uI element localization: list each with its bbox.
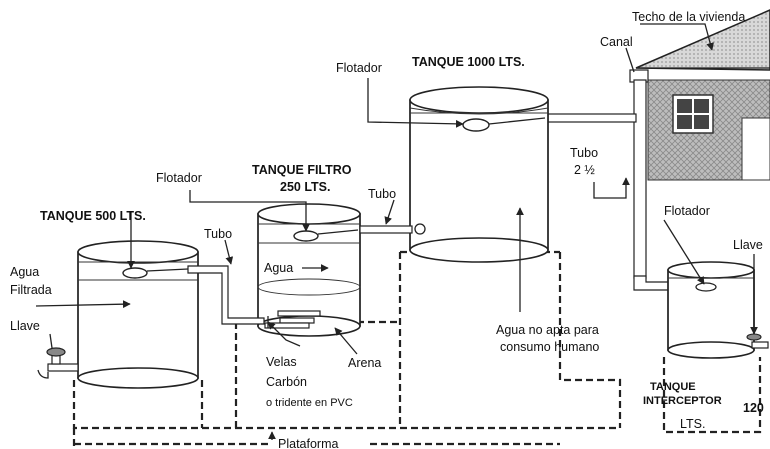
- label-agua-filtrada-2: Filtrada: [10, 283, 52, 297]
- float-filter: [293, 230, 319, 242]
- label-interceptor-unit: LTS.: [680, 417, 705, 431]
- label-techo: Techo de la vivienda: [632, 10, 745, 24]
- house-roof: [635, 9, 770, 71]
- tank-filter-250: [257, 203, 361, 337]
- text-labels: Techo de la vivienda Canal Flotador TANQ…: [10, 10, 764, 449]
- label-tubo-25-size: 2 ½: [574, 163, 595, 177]
- float-1000: [462, 118, 490, 132]
- label-tanque-filtro: TANQUE FILTRO: [252, 163, 352, 177]
- label-agua-filtrada: Agua: [10, 265, 39, 279]
- label-agua-no-apta: Agua no apta para: [496, 323, 599, 337]
- label-tanque-500: TANQUE 500 LTS.: [40, 209, 146, 223]
- label-arena: Arena: [348, 356, 381, 370]
- tank-interceptor: [667, 261, 769, 359]
- label-carbon: Carbón: [266, 375, 307, 389]
- label-interceptor-capacity: 120: [743, 401, 764, 415]
- float-interceptor: [695, 282, 717, 292]
- label-flotador-filtro: Flotador: [156, 171, 202, 185]
- label-tanque-filtro-cap: 250 LTS.: [280, 180, 330, 194]
- label-flotador-interceptor: Flotador: [664, 204, 710, 218]
- label-tubo-filtro: Tubo: [368, 187, 396, 201]
- filter-candles: [264, 310, 321, 329]
- float-500: [122, 267, 148, 279]
- leader-lines: [35, 23, 758, 440]
- label-interceptor-name: INTERCEPTOR: [643, 395, 722, 407]
- pipe-filter-to-500: [187, 239, 265, 325]
- label-agua: Agua: [264, 261, 293, 275]
- label-tridente: o tridente en PVC: [266, 397, 353, 409]
- label-tubo-25: Tubo: [570, 146, 598, 160]
- label-llave-right: Llave: [733, 238, 763, 252]
- tap-left: [37, 347, 79, 379]
- tank-1000: [409, 86, 549, 312]
- pipe-1000-to-filter: [359, 199, 426, 235]
- label-agua-no-apta-2: consumo humano: [500, 340, 599, 354]
- label-tubo-500: Tubo: [204, 227, 232, 241]
- door: [741, 117, 770, 181]
- house: [635, 9, 770, 181]
- label-flotador-1000: Flotador: [336, 61, 382, 75]
- label-llave-left: Llave: [10, 319, 40, 333]
- label-canal: Canal: [600, 35, 633, 49]
- label-velas: Velas: [266, 355, 297, 369]
- label-plataforma: Plataforma: [278, 437, 338, 449]
- label-interceptor-title: TANQUE: [650, 381, 696, 393]
- tank-500: [37, 240, 199, 389]
- label-tanque-1000: TANQUE 1000 LTS.: [412, 55, 525, 69]
- gutter-downpipe: [547, 69, 673, 291]
